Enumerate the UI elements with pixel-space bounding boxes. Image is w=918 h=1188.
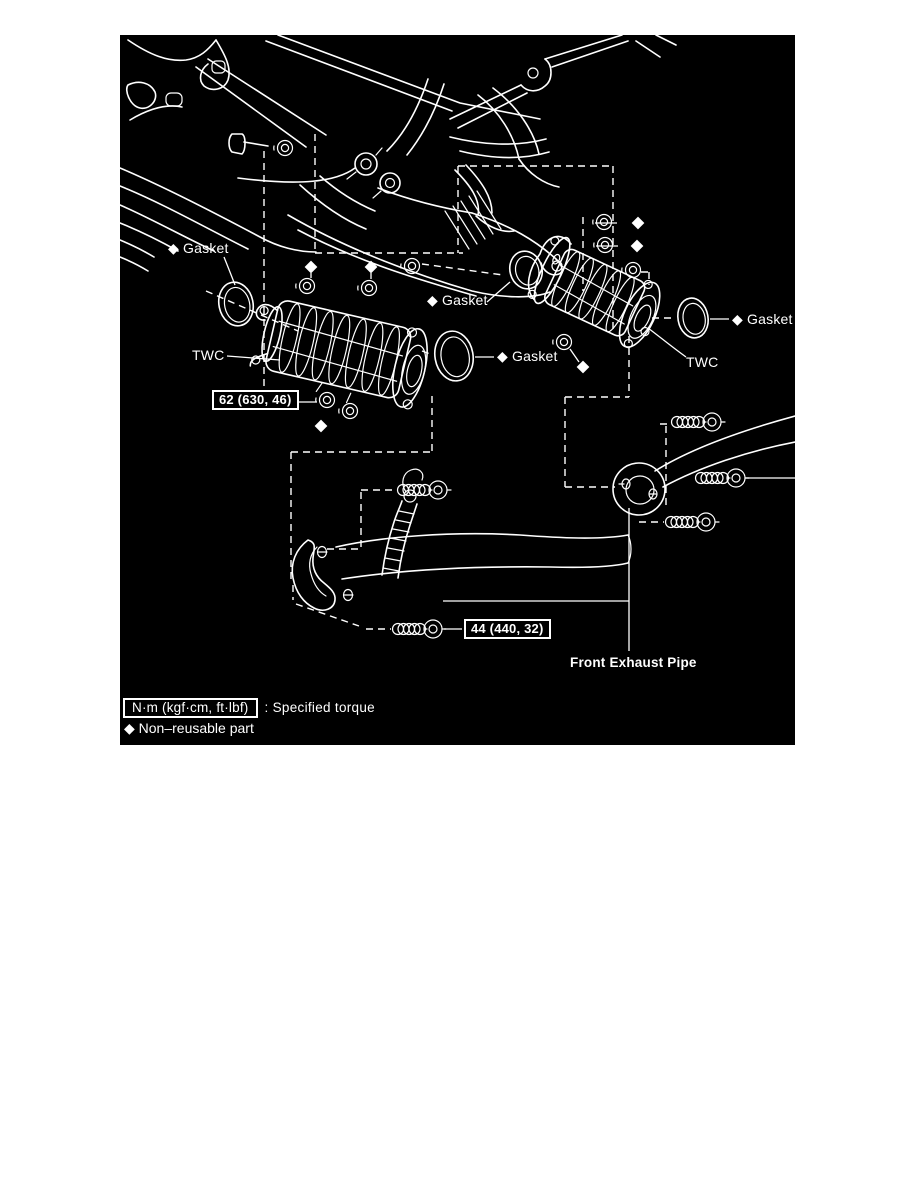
right-catalytic-converter [527,235,661,349]
diagram-line-art [120,35,795,651]
torque-spec-front-pipe: 44 (440, 32) [464,619,551,639]
rear-flange-and-pipe-art [612,415,795,516]
spring-bolts [391,412,795,639]
dashed-assembly-lines [205,134,675,630]
gasket-ring-middle [508,250,544,290]
leader-lines [223,222,729,651]
legend-non-reusable: ◆ Non–reusable part [124,720,254,736]
gasket-callout-right: ◆ Gasket [732,311,793,327]
gasket-ring-center [433,330,475,382]
front-exhaust-pipe-art [291,468,632,611]
legend-torque-meaning: : Specified torque [264,700,375,715]
legend-torque-units-box: N·m (kgf·cm, ft·lbf) [123,698,258,718]
left-catalytic-converter [249,300,428,410]
gasket-callout-middle: ◆ Gasket [427,292,488,308]
torque-spec-twc: 62 (630, 46) [212,390,299,410]
twc-callout-left: TWC [192,347,225,363]
exhaust-exploded-diagram: ◆ Gasket TWC 62 (630, 46) ◆ Gasket ◆ Gas… [120,35,795,745]
front-exhaust-pipe-callout: Front Exhaust Pipe [570,655,697,670]
gasket-callout-top-left: ◆ Gasket [168,240,229,256]
gasket-ring-right [677,297,709,339]
gasket-ring-top-left [217,281,255,327]
twc-callout-right: TWC [686,354,719,370]
legend-torque: N·m (kgf·cm, ft·lbf) : Specified torque [123,698,375,718]
gasket-callout-center: ◆ Gasket [497,348,558,364]
engine-underbody-art [120,35,677,298]
